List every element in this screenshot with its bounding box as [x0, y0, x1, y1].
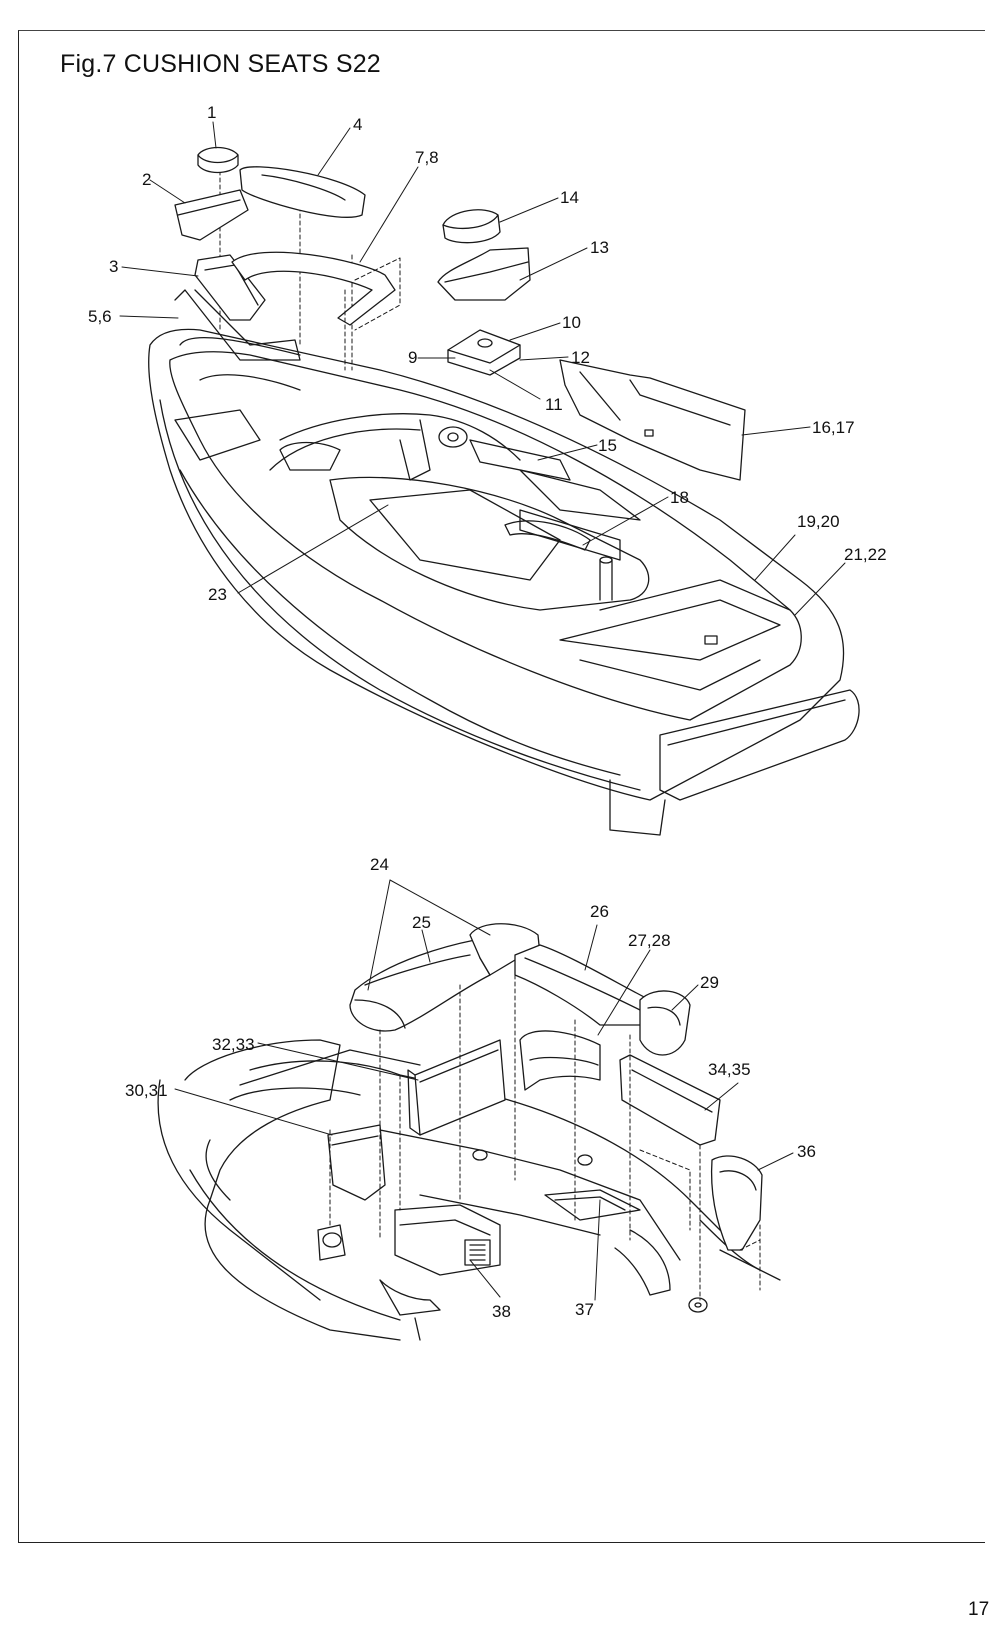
part-1-cushion	[197, 146, 239, 174]
callout-30-31: 30,31	[125, 1081, 168, 1100]
callout-32-33: 32,33	[212, 1035, 255, 1054]
callout-3: 3	[109, 257, 118, 276]
callout-27-28: 27,28	[628, 931, 671, 950]
part-26-cushion	[514, 944, 651, 1026]
callout-15: 15	[598, 436, 617, 455]
callout-21-22: 21,22	[844, 545, 887, 564]
callout-12: 12	[571, 348, 590, 367]
callout-14: 14	[560, 188, 579, 207]
part-7-8-backrest	[231, 251, 401, 371]
boat-hull-drawing	[148, 149, 860, 836]
callout-2: 2	[142, 170, 151, 189]
callout-labels: 1 2 3 4 5,6 7,8 9 10 11 12 13 14 15 16,1…	[88, 103, 887, 1321]
lower-leader-lines	[174, 879, 794, 1301]
callout-13: 13	[590, 238, 609, 257]
part-30-31-backrest	[327, 1124, 386, 1201]
callout-36: 36	[797, 1142, 816, 1161]
callout-24: 24	[370, 855, 389, 874]
part-14-cushion	[442, 209, 501, 244]
part-34-35-backrest	[619, 1054, 721, 1146]
part-4-cushion	[239, 166, 366, 218]
callout-26: 26	[590, 902, 609, 921]
callout-34-35: 34,35	[708, 1060, 751, 1079]
part-16-17-side-panel	[559, 359, 746, 481]
part-36-backrest	[710, 1155, 763, 1251]
part-13-cushion	[437, 247, 531, 301]
callout-11: 11	[545, 395, 563, 414]
callout-1: 1	[207, 103, 216, 122]
callout-5-6: 5,6	[88, 307, 112, 326]
callout-25: 25	[412, 913, 431, 932]
callout-23: 23	[208, 585, 227, 604]
part-27-28-backrest	[519, 1030, 601, 1091]
callout-4: 4	[353, 115, 362, 134]
callout-7-8: 7,8	[415, 148, 439, 167]
part-32-33-backrest	[407, 1039, 506, 1136]
callout-10: 10	[562, 313, 581, 332]
callout-18: 18	[670, 488, 689, 507]
part-25-cushion	[349, 939, 491, 1032]
callout-19-20: 19,20	[797, 512, 840, 531]
callout-9: 9	[408, 348, 417, 367]
part-9-12-seat-base	[447, 329, 521, 376]
part-5-6-trim	[174, 289, 301, 361]
callout-37: 37	[575, 1300, 594, 1319]
callout-29: 29	[700, 973, 719, 992]
part-2-cushion	[174, 189, 249, 241]
part-18-rail	[504, 520, 591, 551]
page-frame	[18, 30, 985, 1543]
stern-seating-drawing	[157, 1039, 781, 1341]
page-number: 17	[968, 1599, 990, 1620]
callout-38: 38	[492, 1302, 511, 1321]
part-29-cushion	[639, 990, 691, 1056]
callout-16-17: 16,17	[812, 418, 855, 437]
figure-title: Fig.7 CUSHION SEATS S22	[60, 50, 381, 78]
upper-leader-lines	[119, 121, 846, 616]
lower-assembly-lines	[329, 974, 761, 1301]
